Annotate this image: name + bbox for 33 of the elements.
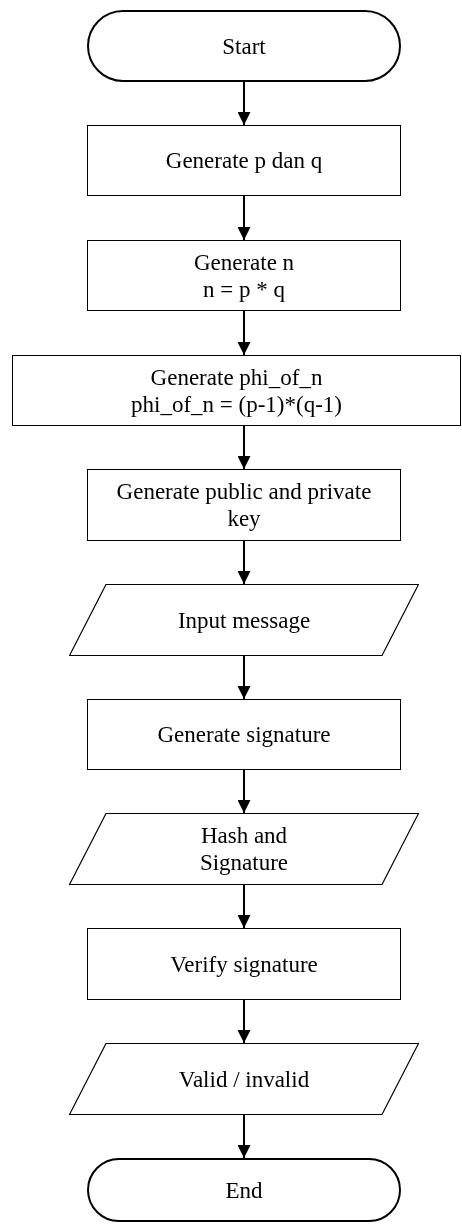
process-box: [87, 240, 401, 311]
process-box: [87, 469, 401, 541]
arrow: [237, 310, 251, 356]
step-text: phi_of_n = (p-1)*(q-1): [130, 390, 343, 418]
process-box: [87, 699, 401, 770]
step-text: Verify signature: [169, 950, 319, 978]
step-text: Generate p dan q: [164, 147, 324, 174]
step-text: Generate public and private key: [115, 478, 373, 532]
step-text: Generate n: [192, 248, 296, 276]
input-output-parallelogram: [69, 1043, 419, 1115]
step-text: n = p * q: [202, 275, 286, 303]
arrow: [237, 195, 251, 241]
input-output-parallelogram: [69, 813, 419, 885]
terminator-shape: [87, 1158, 401, 1222]
arrow: [237, 999, 251, 1044]
arrow: [237, 425, 251, 470]
arrow: [237, 1114, 251, 1159]
step-text: End: [224, 1176, 264, 1204]
arrow: [237, 655, 251, 700]
arrow: [237, 81, 251, 126]
process-box: [87, 125, 401, 196]
step-text: Start: [221, 32, 267, 60]
arrow: [237, 769, 251, 814]
step-text: Generate phi_of_n: [149, 363, 324, 391]
arrow: [237, 540, 251, 585]
step-text: Valid / invalid: [177, 1065, 311, 1093]
process-box: [87, 928, 401, 1000]
step-text: Generate signature: [156, 721, 332, 748]
step-text: Input message: [176, 606, 312, 634]
arrow: [237, 884, 251, 929]
step-text: Hash and Signature: [198, 822, 290, 876]
input-output-parallelogram: [69, 584, 419, 656]
process-box: [12, 355, 461, 426]
